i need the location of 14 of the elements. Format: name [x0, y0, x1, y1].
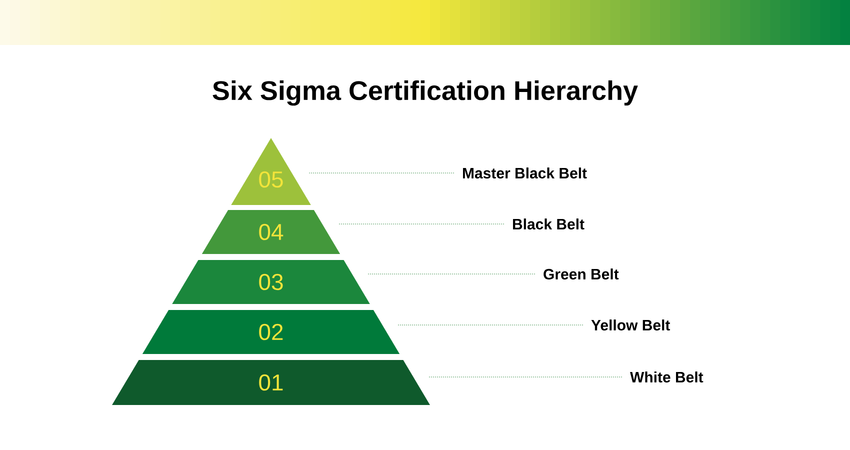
belt-label: Master Black Belt: [463, 168, 587, 178]
belt-label: Green Belt: [544, 268, 619, 280]
leader-line: [308, 172, 454, 174]
pyramid-tier: 03: [172, 260, 370, 304]
belt-label: White Belt: [630, 372, 704, 382]
pyramid-tier: 02: [142, 310, 400, 354]
pyramid-tier: 05: [231, 138, 311, 205]
leader-line: [428, 376, 622, 378]
belt-label: Black Belt: [513, 218, 584, 230]
pyramid-tier: 04: [202, 210, 340, 254]
belt-label: Yellow Belt: [591, 320, 670, 330]
pyramid-tier: 01: [112, 360, 430, 405]
title: Six Sigma Certification Hierarchy: [212, 80, 638, 106]
leader-line: [398, 324, 584, 326]
